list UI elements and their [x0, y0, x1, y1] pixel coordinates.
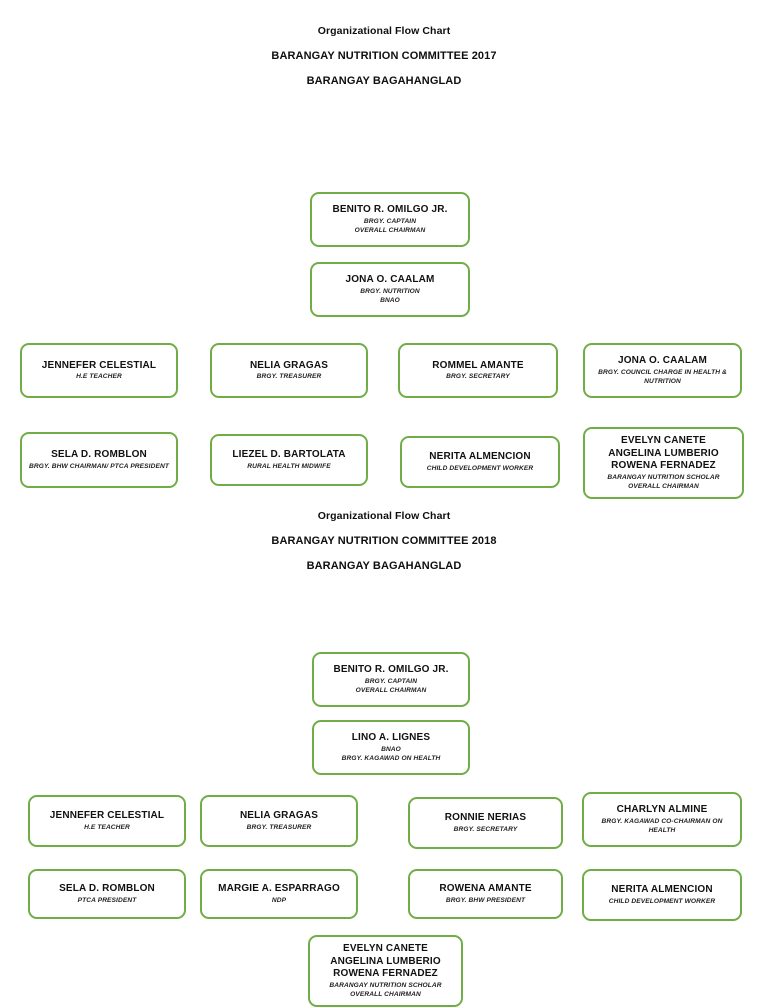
node-role: BRGY. COUNCIL CHARGE IN HEALTH & NUTRITI…	[598, 368, 727, 385]
chart-2018-titles: Organizational Flow Chart BARANGAY NUTRI…	[0, 510, 768, 572]
node-nutrition-scholars-2017[interactable]: EVELYN CANETE ANGELINA LUMBERIO ROWENA F…	[583, 427, 744, 499]
chart-title-line-1: Organizational Flow Chart	[317, 510, 451, 522]
node-role: BRGY. NUTRITION	[360, 287, 420, 295]
node-name: ROMMEL AMANTE	[432, 359, 524, 371]
node-brgy-secretary-2017[interactable]: ROMMEL AMANTE BRGY. SECRETARY	[398, 343, 558, 398]
node-role: BRGY. SECRETARY	[453, 825, 518, 833]
node-name: NERITA ALMENCION	[611, 884, 713, 896]
node-bhw-president-2018[interactable]: ROWENA AMANTE BRGY. BHW PRESIDENT	[408, 869, 563, 919]
node-role: BNAO	[380, 296, 400, 304]
node-name: SELA D. ROMBLON	[51, 449, 147, 461]
node-role: CHILD DEVELOPMENT WORKER	[426, 464, 534, 472]
node-role: H.E TEACHER	[84, 823, 130, 831]
node-name: RONNIE NERIAS	[444, 812, 527, 824]
node-name: ROWENA AMANTE	[439, 883, 532, 895]
node-brgy-council-health-nutrition-2017[interactable]: JONA O. CAALAM BRGY. COUNCIL CHARGE IN H…	[583, 343, 742, 398]
node-role: BNAO	[381, 745, 401, 753]
chart-title-line-2: BARANGAY NUTRITION COMMITTEE 2017	[271, 50, 497, 62]
node-brgy-secretary-2018[interactable]: RONNIE NERIAS BRGY. SECRETARY	[408, 797, 563, 849]
node-name: NELIA GRAGAS	[249, 359, 329, 371]
node-rural-health-midwife-2017[interactable]: LIEZEL D. BARTOLATA RURAL HEALTH MIDWIFE	[210, 434, 368, 486]
node-ndp-2018[interactable]: MARGIE A. ESPARRAGO NDP	[200, 869, 358, 919]
node-role: BARANGAY NUTRITION SCHOLAR	[607, 474, 720, 482]
node-name: NERITA ALMENCION	[429, 451, 531, 463]
node-bnao-2017[interactable]: JONA O. CAALAM BRGY. NUTRITION BNAO	[310, 262, 470, 317]
node-role: OVERALL CHAIRMAN	[350, 991, 421, 999]
node-role: NDP	[271, 896, 287, 904]
node-name: LIEZEL D. BARTOLATA	[232, 449, 346, 461]
node-role: BARANGAY NUTRITION SCHOLAR	[329, 982, 442, 990]
org-chart-2017: Organizational Flow Chart BARANGAY NUTRI…	[0, 0, 768, 499]
node-role: BRGY. BHW PRESIDENT	[445, 896, 526, 904]
chart-2017-titles: Organizational Flow Chart BARANGAY NUTRI…	[0, 25, 768, 87]
node-role: BRGY. TREASURER	[256, 373, 322, 381]
node-role: CHILD DEVELOPMENT WORKER	[608, 897, 716, 905]
node-name: LINO A. LIGNES	[351, 732, 431, 743]
chart-title-line-3: BARANGAY BAGAHANGLAD	[306, 560, 462, 572]
chart-title-line-1: Organizational Flow Chart	[317, 25, 451, 37]
node-name: EVELYN CANETE ANGELINA LUMBERIO ROWENA F…	[608, 434, 719, 472]
node-name: JENNEFER CELESTIAL	[41, 359, 157, 371]
node-role: RURAL HEALTH MIDWIFE	[247, 462, 331, 470]
node-bhw-chairman-ptca-2017[interactable]: SELA D. ROMBLON BRGY. BHW CHAIRMAN/ PTCA…	[20, 432, 178, 488]
node-brgy-treasurer-2017[interactable]: NELIA GRAGAS BRGY. TREASURER	[210, 343, 368, 398]
node-ptca-president-2018[interactable]: SELA D. ROMBLON PTCA PRESIDENT	[28, 869, 186, 919]
node-name: BENITO R. OMILGO JR.	[332, 204, 448, 215]
node-brgy-captain-2018[interactable]: BENITO R. OMILGO JR. BRGY. CAPTAIN OVERA…	[312, 652, 470, 707]
node-brgy-captain-2017[interactable]: BENITO R. OMILGO JR. BRGY. CAPTAIN OVERA…	[310, 192, 470, 247]
node-brgy-kagawad-cochairman-health-2018[interactable]: CHARLYN ALMINE BRGY. KAGAWAD CO-CHAIRMAN…	[582, 792, 742, 847]
node-name: JONA O. CAALAM	[345, 274, 435, 285]
node-role: BRGY. SECRETARY	[446, 373, 510, 381]
node-role: PTCA PRESIDENT	[77, 896, 137, 904]
node-bnao-2018[interactable]: LINO A. LIGNES BNAO BRGY. KAGAWAD ON HEA…	[312, 720, 470, 775]
node-role: BRGY. BHW CHAIRMAN/ PTCA PRESIDENT	[29, 462, 169, 470]
node-role: BRGY. CAPTAIN	[363, 217, 417, 225]
node-name: SELA D. ROMBLON	[59, 883, 155, 895]
node-he-teacher-2017[interactable]: JENNEFER CELESTIAL H.E TEACHER	[20, 343, 178, 398]
chart-title-line-3: BARANGAY BAGAHANGLAD	[306, 75, 462, 87]
node-role: OVERALL CHAIRMAN	[355, 686, 427, 694]
node-name: EVELYN CANETE ANGELINA LUMBERIO ROWENA F…	[330, 942, 441, 980]
org-chart-2018: Organizational Flow Chart BARANGAY NUTRI…	[0, 485, 768, 1007]
chart-title-line-2: BARANGAY NUTRITION COMMITTEE 2018	[271, 535, 497, 547]
node-name: MARGIE A. ESPARRAGO	[218, 883, 340, 895]
node-he-teacher-2018[interactable]: JENNEFER CELESTIAL H.E TEACHER	[28, 795, 186, 847]
node-name: NELIA GRAGAS	[239, 810, 319, 822]
node-role: BRGY. TREASURER	[246, 823, 312, 831]
node-nutrition-scholars-2018[interactable]: EVELYN CANETE ANGELINA LUMBERIO ROWENA F…	[308, 935, 463, 1007]
node-brgy-treasurer-2018[interactable]: NELIA GRAGAS BRGY. TREASURER	[200, 795, 358, 847]
node-role: BRGY. KAGAWAD ON HEALTH	[341, 754, 441, 762]
node-role: H.E TEACHER	[76, 373, 122, 381]
node-child-development-worker-2017[interactable]: NERITA ALMENCION CHILD DEVELOPMENT WORKE…	[400, 436, 560, 488]
node-name: JONA O. CAALAM	[618, 355, 707, 366]
node-name: CHARLYN ALMINE	[616, 804, 708, 815]
node-child-development-worker-2018[interactable]: NERITA ALMENCION CHILD DEVELOPMENT WORKE…	[582, 869, 742, 921]
node-role: OVERALL CHAIRMAN	[628, 483, 699, 491]
node-name: JENNEFER CELESTIAL	[49, 810, 165, 822]
node-role: BRGY. CAPTAIN	[364, 677, 418, 685]
node-role: OVERALL CHAIRMAN	[354, 226, 426, 234]
node-name: BENITO R. OMILGO JR.	[333, 664, 449, 675]
node-role: BRGY. KAGAWAD CO-CHAIRMAN ON HEALTH	[601, 817, 723, 834]
